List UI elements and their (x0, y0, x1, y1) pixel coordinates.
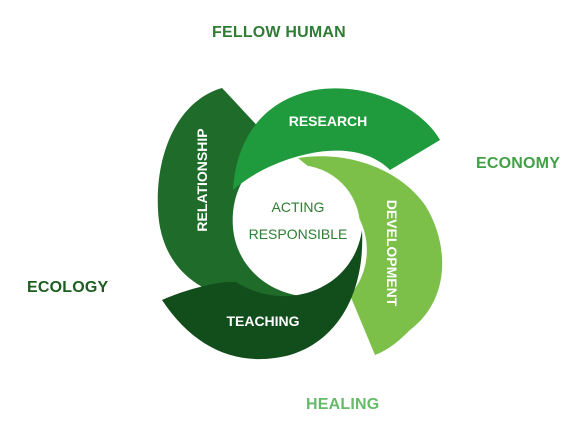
outer-label-ecology: ECOLOGY (27, 279, 109, 296)
segment-label-development: DEVELOPMENT (384, 200, 400, 307)
outer-label-economy: ECONOMY (476, 155, 561, 172)
outer-label-fellow-human: FELLOW HUMAN (212, 24, 346, 41)
segment-label-teaching: TEACHING (226, 313, 299, 329)
outer-label-healing: HEALING (306, 396, 380, 413)
center-circle (236, 165, 360, 289)
center-text-line1: ACTING (272, 199, 325, 215)
segment-label-relationship: RELATIONSHIP (194, 128, 210, 231)
segment-teaching (162, 230, 363, 360)
segment-label-research: RESEARCH (289, 113, 368, 129)
center-text-line2: RESPONSIBLE (249, 226, 348, 242)
segment-research (233, 88, 440, 190)
segment-development (298, 156, 443, 355)
